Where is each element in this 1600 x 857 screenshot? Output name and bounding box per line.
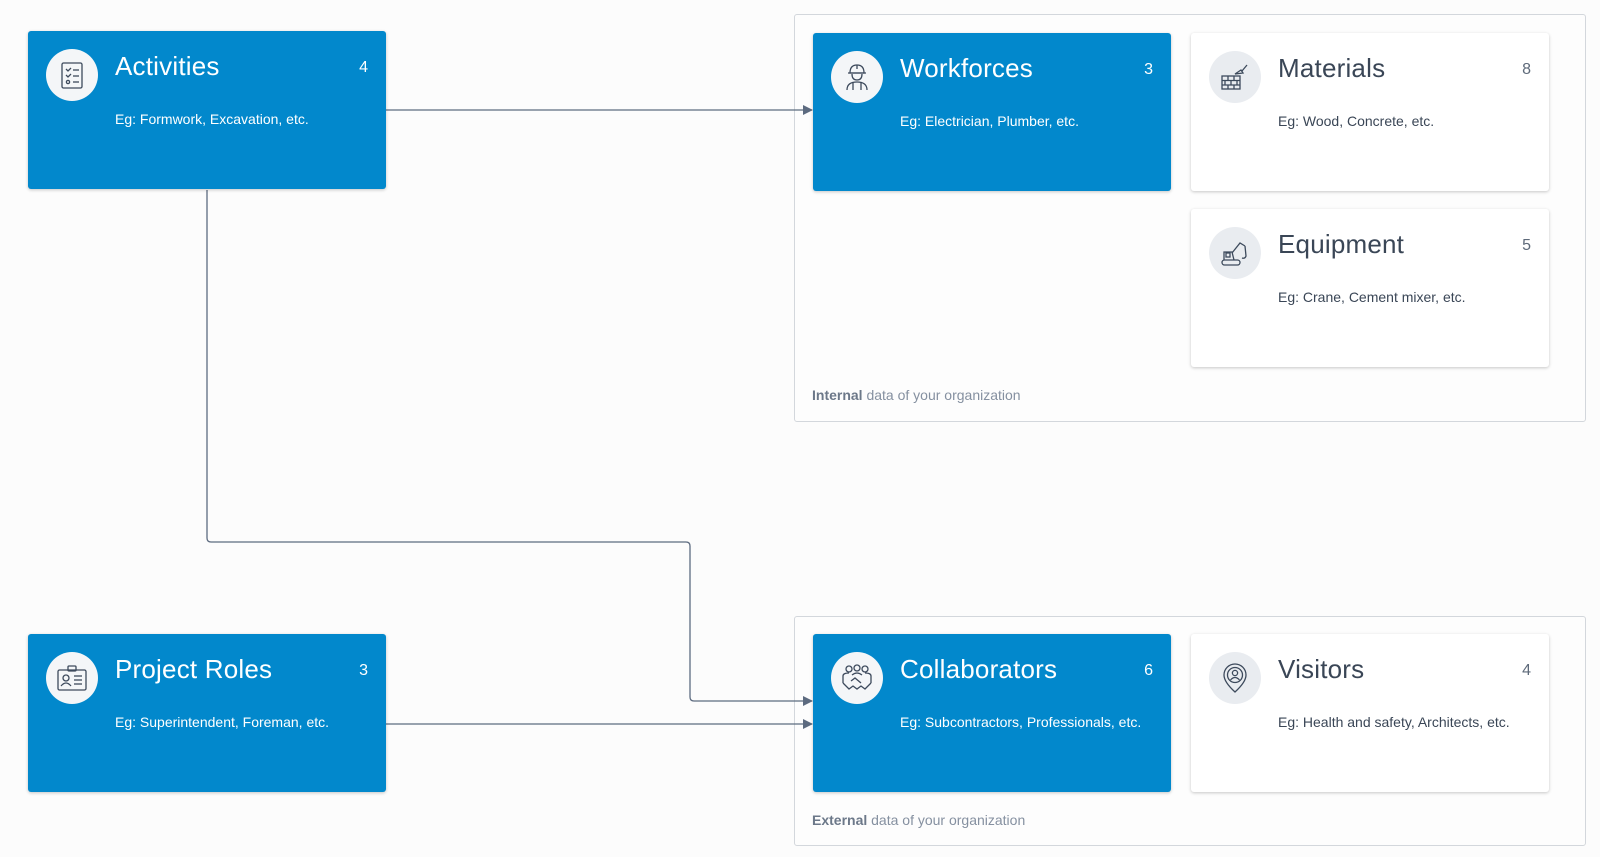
equipment-title: Equipment bbox=[1278, 229, 1405, 259]
id-badge-icon bbox=[46, 652, 98, 704]
visitors-card[interactable]: Visitors 4 Eg: Health and safety, Archit… bbox=[1191, 634, 1549, 792]
activities-card[interactable]: Activities 4 Eg: Formwork, Excavation, e… bbox=[28, 31, 386, 189]
workforces-count: 3 bbox=[1144, 61, 1153, 78]
activities-description: Eg: Formwork, Excavation, etc. bbox=[115, 111, 309, 127]
project-roles-title: Project Roles bbox=[115, 654, 273, 684]
visitors-title: Visitors bbox=[1278, 654, 1365, 684]
internal-caption-text: data of your organization bbox=[862, 387, 1021, 403]
equipment-card[interactable]: Equipment 5 Eg: Crane, Cement mixer, etc… bbox=[1191, 209, 1549, 367]
materials-count: 8 bbox=[1522, 61, 1531, 78]
workforces-title: Workforces bbox=[900, 53, 1033, 83]
collaborators-card[interactable]: Collaborators 6 Eg: Subcontractors, Prof… bbox=[813, 634, 1171, 792]
handshake-group-icon bbox=[831, 652, 883, 704]
activities-count: 4 bbox=[359, 59, 368, 76]
equipment-count: 5 bbox=[1522, 237, 1531, 254]
excavator-icon bbox=[1209, 227, 1261, 279]
connector-activities-to-collaborators bbox=[206, 190, 813, 706]
brick-wall-trowel-icon bbox=[1209, 51, 1261, 103]
collaborators-title: Collaborators bbox=[900, 654, 1058, 684]
materials-title: Materials bbox=[1278, 53, 1386, 83]
checklist-icon bbox=[46, 49, 98, 101]
project-roles-card[interactable]: Project Roles 3 Eg: Superintendent, Fore… bbox=[28, 634, 386, 792]
materials-card[interactable]: Materials 8 Eg: Wood, Concrete, etc. bbox=[1191, 33, 1549, 191]
internal-group-caption: Internal data of your organization bbox=[812, 387, 1021, 403]
external-caption-text: data of your organization bbox=[867, 812, 1026, 828]
visitors-count: 4 bbox=[1522, 662, 1531, 679]
external-group-caption: External data of your organization bbox=[812, 812, 1025, 828]
activities-title: Activities bbox=[115, 51, 220, 81]
equipment-description: Eg: Crane, Cement mixer, etc. bbox=[1278, 289, 1466, 305]
project-roles-count: 3 bbox=[359, 662, 368, 679]
materials-description: Eg: Wood, Concrete, etc. bbox=[1278, 113, 1435, 129]
workforces-card[interactable]: Workforces 3 Eg: Electrician, Plumber, e… bbox=[813, 33, 1171, 191]
collaborators-count: 6 bbox=[1144, 662, 1153, 679]
external-caption-emphasis: External bbox=[812, 812, 868, 828]
project-roles-description: Eg: Superintendent, Foreman, etc. bbox=[115, 714, 330, 730]
visitors-description: Eg: Health and safety, Architects, etc. bbox=[1278, 714, 1510, 730]
internal-caption-emphasis: Internal bbox=[812, 387, 863, 403]
collaborators-description: Eg: Subcontractors, Professionals, etc. bbox=[900, 714, 1142, 730]
person-location-pin-icon bbox=[1209, 652, 1261, 704]
construction-worker-icon bbox=[831, 51, 883, 103]
workforces-description: Eg: Electrician, Plumber, etc. bbox=[900, 113, 1079, 129]
